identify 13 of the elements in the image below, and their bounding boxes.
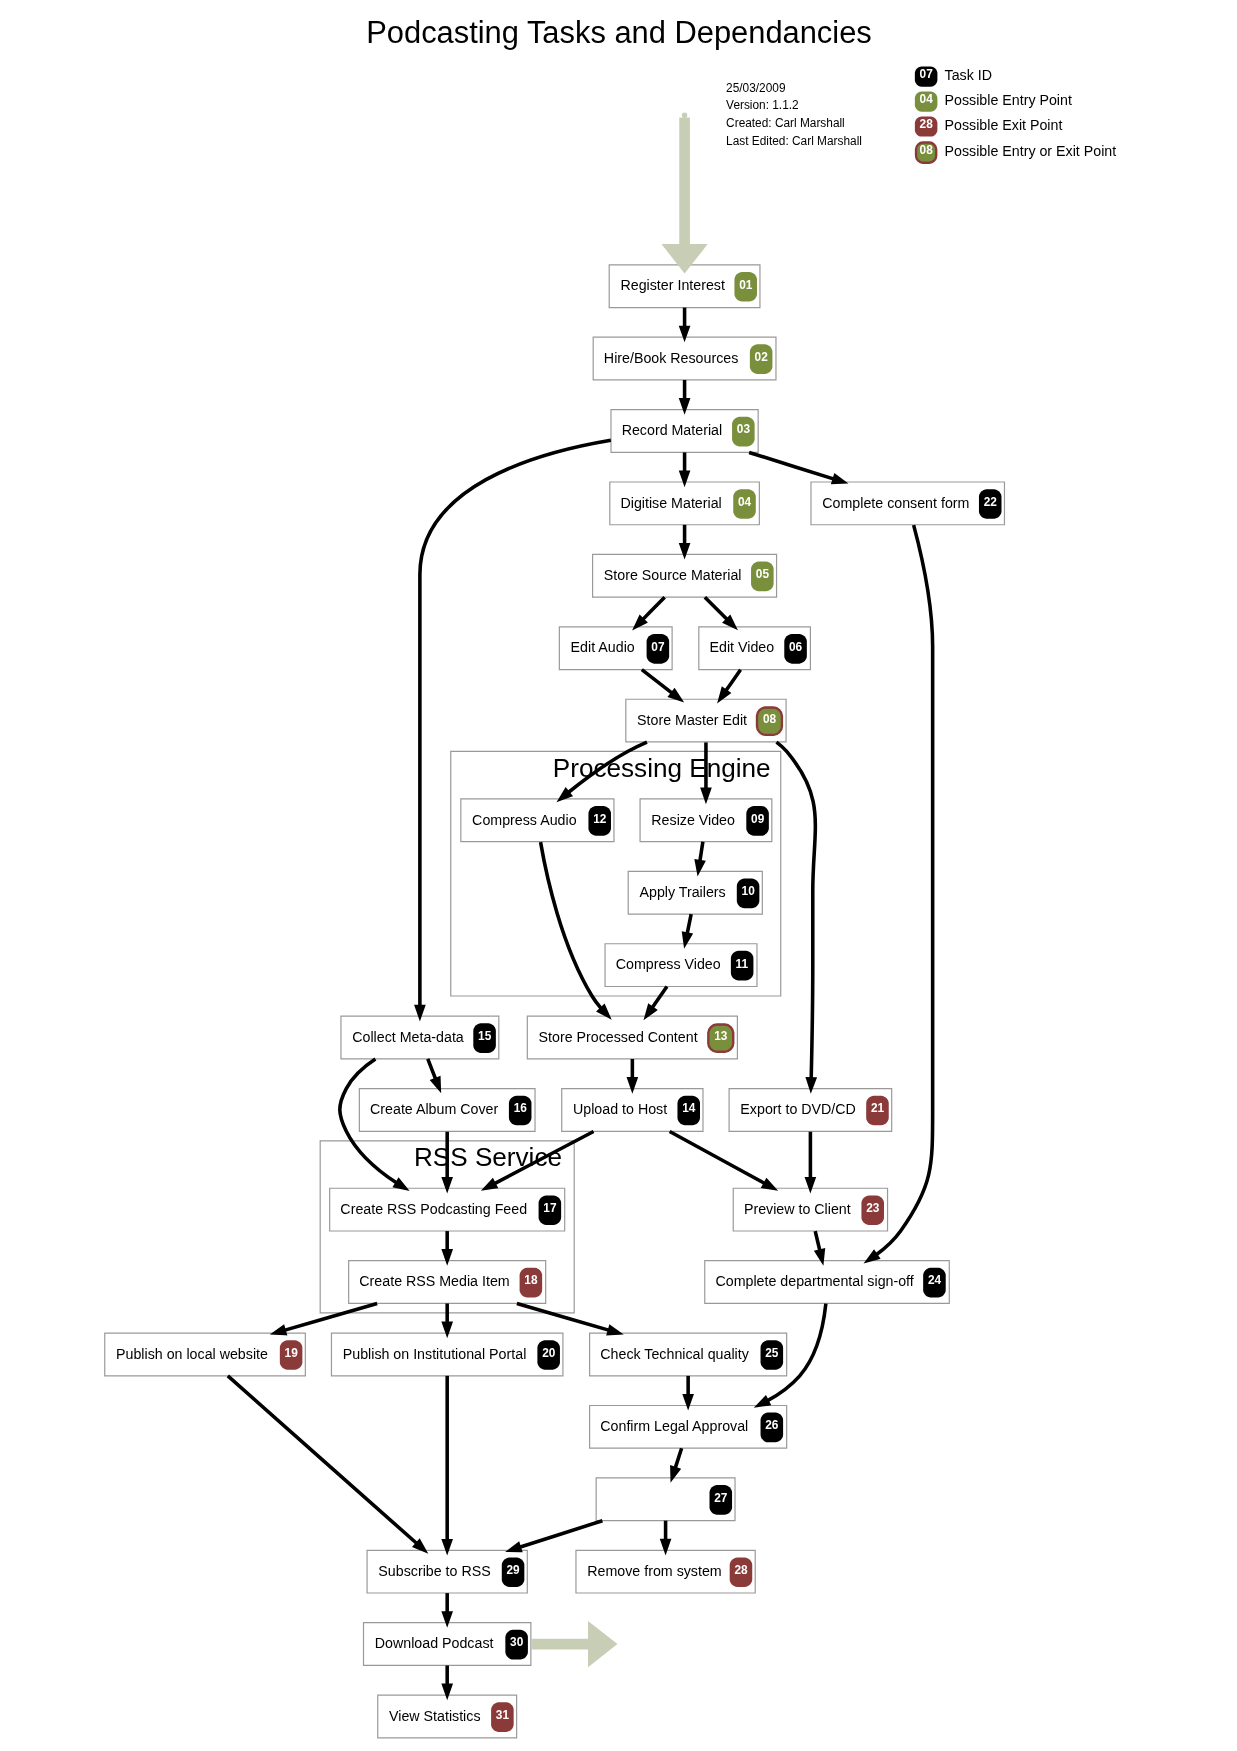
label: 25/03/2009 [725,80,785,95]
label: 08 [919,143,933,158]
legend-label: Task ID [944,67,992,84]
diagram-title: Podcasting Tasks and Dependancies [365,14,872,50]
legend-label: Possible Entry Point [944,92,1072,109]
label: Last Edited: Carl Marshall [725,133,862,148]
legend-label: Possible Exit Point [944,117,1062,134]
label: Version: 1.1.2 [725,98,799,113]
label: 04 [919,92,933,107]
label: Created: Carl Marshall [725,116,845,131]
legend-label: Possible Entry or Exit Point [944,143,1116,160]
label: 07 [919,67,933,82]
label: 28 [919,117,933,132]
